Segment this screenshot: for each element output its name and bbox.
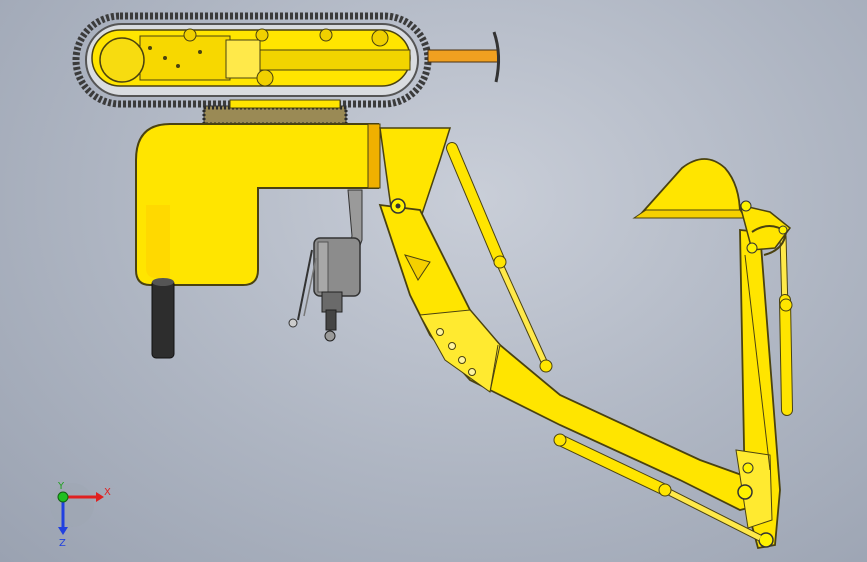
- slewing-gear: [202, 99, 348, 127]
- x-axis-label: X: [104, 487, 111, 498]
- y-axis-dot: [57, 491, 69, 503]
- track-frame-rail: [259, 49, 411, 71]
- excavator-boom[interactable]: [378, 127, 762, 511]
- x-axis-arrowhead: [96, 492, 104, 502]
- arm-hydraulic-cylinder: [553, 433, 762, 542]
- housing-shell: [135, 123, 379, 286]
- track-roller: [319, 28, 333, 42]
- bolt: [163, 56, 167, 60]
- triad-shadow: [50, 483, 94, 527]
- rod-end-plate: [492, 31, 501, 83]
- bucket-pin: [746, 242, 758, 254]
- housing-rear-plate: [367, 123, 381, 189]
- grey-tool-assembly[interactable]: [288, 189, 363, 342]
- bucket-link: [738, 203, 792, 251]
- boom-hole: [448, 342, 456, 350]
- bucket-pin: [740, 200, 752, 212]
- y-axis-label: Y: [57, 481, 65, 492]
- track-roller: [256, 69, 274, 87]
- extension-rod: [427, 49, 499, 63]
- housing-highlight: [146, 205, 170, 278]
- excavator-bucket[interactable]: [632, 158, 792, 256]
- arm-pivot-pin: [737, 484, 753, 500]
- boom-pivot-center: [395, 203, 401, 209]
- coordinate-triad: X Y Z: [50, 481, 111, 549]
- bolt: [198, 50, 202, 54]
- boom-base-bracket: [379, 127, 452, 221]
- boom-hydraulic-cylinder: [446, 142, 553, 373]
- track-frame-plate: [139, 35, 231, 81]
- crawler-track-unit[interactable]: [72, 12, 501, 108]
- track-sprocket: [99, 37, 145, 83]
- bucket-hydraulic-cylinder: [779, 235, 793, 416]
- arm-pivot-pin: [742, 462, 754, 474]
- arm-rib: [744, 254, 771, 471]
- z-axis-label: Z: [59, 538, 66, 549]
- bucket-pin: [778, 225, 788, 235]
- boom-hole: [436, 328, 444, 336]
- boom-hole: [458, 356, 466, 364]
- bucket-shell: [637, 158, 741, 216]
- arm-pivot-pin: [758, 532, 774, 548]
- track-roller: [255, 28, 269, 42]
- main-housing[interactable]: [135, 123, 381, 286]
- bolt: [148, 46, 152, 50]
- boom-edge: [489, 344, 499, 393]
- boom-hole: [468, 368, 476, 376]
- track-frame-block: [225, 39, 261, 79]
- track-roller: [183, 28, 197, 42]
- boom-plate: [419, 309, 501, 393]
- support-leg: [151, 278, 175, 359]
- bucket-lip: [632, 209, 746, 219]
- track-roller: [371, 29, 389, 47]
- boom-notch: [404, 254, 431, 281]
- bolt: [176, 64, 180, 68]
- boom-main: [378, 203, 762, 511]
- z-axis-arrowhead: [58, 527, 68, 535]
- track-belt: [72, 12, 432, 108]
